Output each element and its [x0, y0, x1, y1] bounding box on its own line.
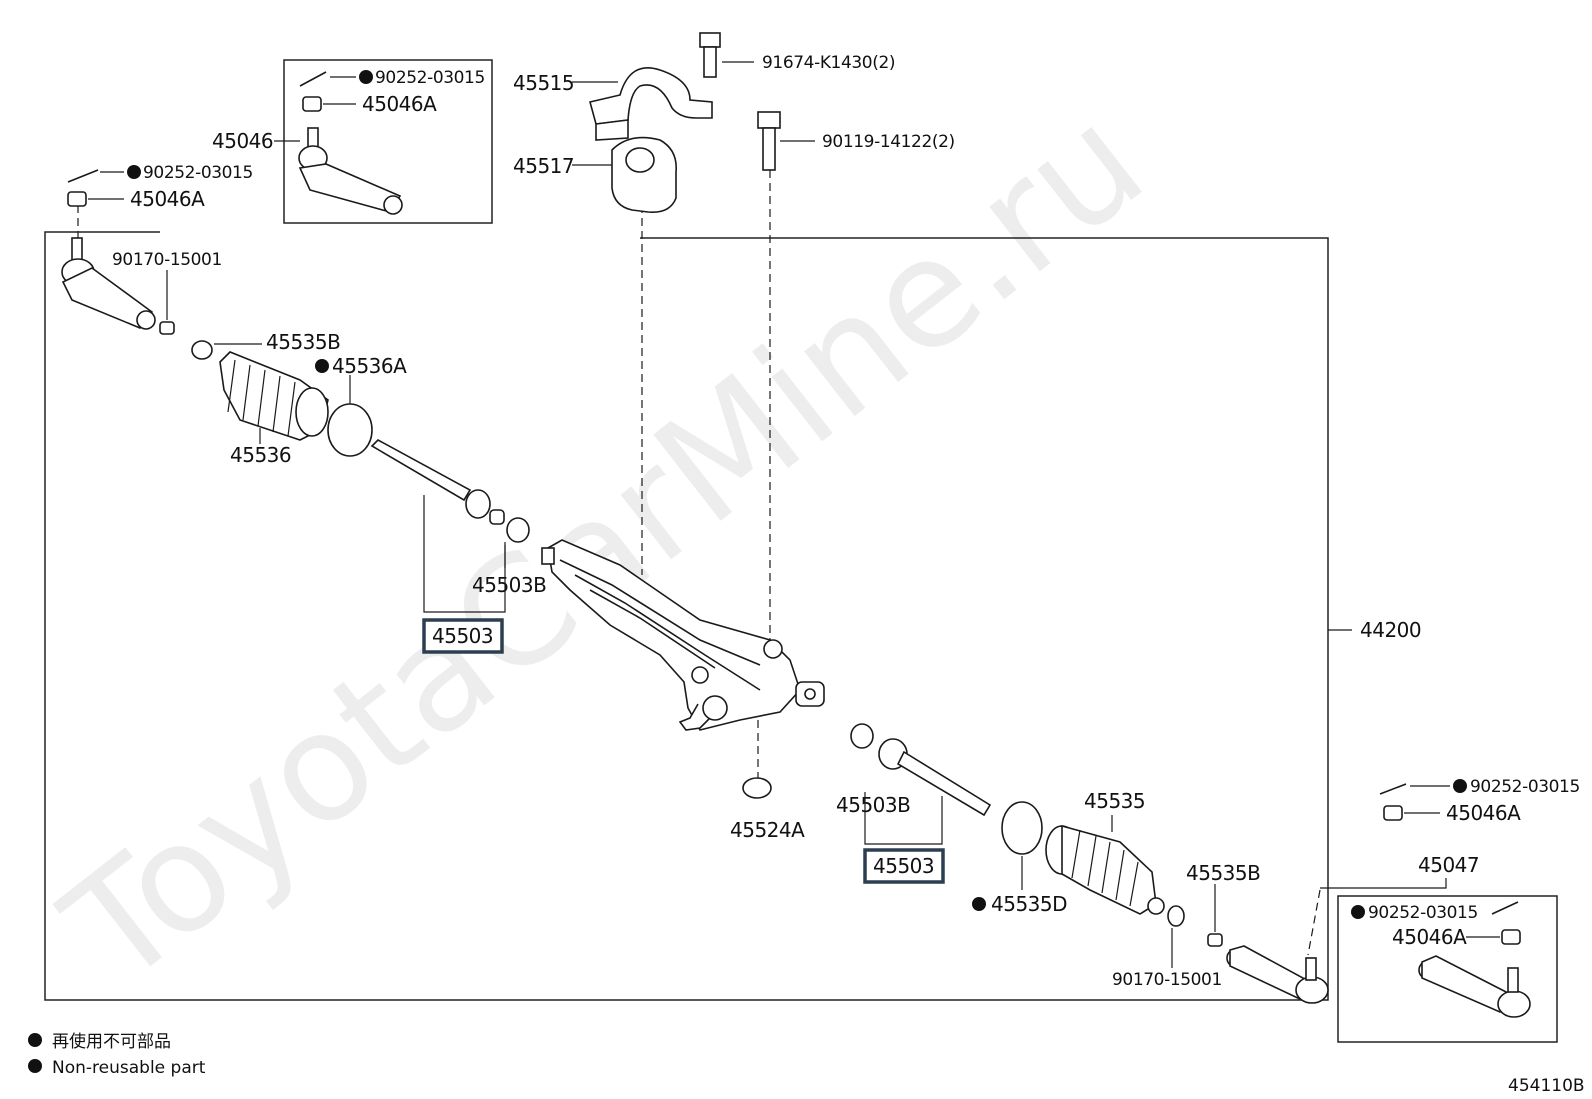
- diagram-code: 454110B: [1508, 1076, 1585, 1096]
- tie-rod-end-left: [61, 237, 156, 330]
- tie-rod-end-inset-right: [1418, 955, 1531, 1018]
- label-90252-inset2: 90252-03015: [1368, 903, 1478, 923]
- nut-inset-left: [302, 96, 322, 112]
- label-45535: 45535: [1084, 789, 1145, 813]
- legend-marker-jp: [28, 1033, 42, 1047]
- nut-left: [67, 191, 87, 207]
- inset-box-45047: [1337, 895, 1558, 1043]
- label-45046A-left: 45046A: [130, 187, 205, 211]
- tie-rod-end-right: [1226, 945, 1329, 1004]
- label-44200: 44200: [1360, 618, 1421, 642]
- label-45046: 45046: [212, 129, 273, 153]
- clamp-45535B-left: [191, 340, 213, 360]
- cotter-pin-inset-left: [299, 71, 327, 87]
- washer-45503B-left: [506, 517, 530, 543]
- align-line-45047: [1307, 889, 1321, 956]
- label-90252-right: 90252-03015: [1470, 777, 1580, 797]
- label-90252-left: 90252-03015: [143, 163, 253, 183]
- label-45503-left: 45503: [432, 624, 493, 648]
- nut-inset-right: [1501, 929, 1521, 945]
- label-45046A-inset: 45046A: [362, 92, 437, 116]
- boot-45536: [219, 351, 329, 441]
- clamp-45536A: [327, 403, 373, 457]
- boot-45535: [1045, 824, 1165, 915]
- bushing-45517: [611, 136, 677, 214]
- label-45524A: 45524A: [730, 818, 805, 842]
- label-45535D: 45535D: [991, 892, 1067, 916]
- legend: 再使用不可部品 Non-reusable part: [28, 1031, 206, 1078]
- label-90252-inset: 90252-03015: [375, 68, 485, 88]
- label-45046A-inset2: 45046A: [1392, 925, 1467, 949]
- non-reusable-marker: [1351, 905, 1365, 919]
- bolt-91674: [699, 32, 721, 78]
- label-45536A: 45536A: [332, 354, 407, 378]
- label-90170-right: 90170-15001: [1112, 970, 1222, 990]
- nut-90170-left: [159, 321, 175, 335]
- inner-tie-rod-right: [878, 738, 992, 817]
- non-reusable-marker: [315, 359, 329, 373]
- cotter-pin-right: [1379, 783, 1407, 795]
- label-45047: 45047: [1418, 853, 1479, 877]
- label-45503B-left: 45503B: [472, 573, 546, 597]
- highlight-box-45503-right: [863, 848, 945, 884]
- nut-right: [1383, 805, 1403, 821]
- non-reusable-marker: [127, 165, 141, 179]
- non-reusable-marker: [1453, 779, 1467, 793]
- cotter-pin-inset-right: [1491, 901, 1519, 915]
- label-45046A-right: 45046A: [1446, 801, 1521, 825]
- cotter-pin-left: [67, 169, 99, 183]
- clamp-45535B-right: [1167, 905, 1185, 927]
- non-reusable-marker: [972, 897, 986, 911]
- inner-tie-rod-left: [370, 439, 505, 525]
- label-91674: 91674-K1430(2): [762, 53, 895, 73]
- label-45517: 45517: [513, 154, 574, 178]
- bracket-45515: [589, 67, 713, 141]
- non-reusable-marker: [359, 70, 373, 84]
- label-90119: 90119-14122(2): [822, 132, 955, 152]
- seal-45524A: [742, 777, 772, 799]
- label-45503B-right: 45503B: [836, 793, 910, 817]
- leader-45047: [1320, 878, 1447, 889]
- washer-45503B-right: [850, 723, 874, 749]
- legend-jp: 再使用不可部品: [52, 1031, 171, 1052]
- label-45503-right: 45503: [873, 854, 934, 878]
- label-45536: 45536: [230, 443, 291, 467]
- highlight-box-45503-left: [422, 618, 504, 654]
- assembly-frame-44200: [44, 231, 1329, 1001]
- tie-rod-end-inset-left: [298, 127, 403, 215]
- label-45535B-right: 45535B: [1186, 861, 1260, 885]
- label-45515: 45515: [513, 71, 574, 95]
- clamp-45535D: [1001, 801, 1043, 855]
- legend-en: Non-reusable part: [52, 1058, 206, 1078]
- steering-rack-housing: [541, 539, 825, 731]
- label-90170-left: 90170-15001: [112, 250, 222, 270]
- nut-90170-right: [1207, 933, 1223, 947]
- bracket-45503-right: [864, 792, 943, 845]
- legend-marker-en: [28, 1059, 42, 1073]
- bolt-90119: [757, 111, 781, 171]
- label-45535B-left: 45535B: [266, 330, 340, 354]
- watermark: ToyotaCarMine.ru: [34, 74, 1175, 1018]
- bracket-45503-left: [423, 495, 506, 613]
